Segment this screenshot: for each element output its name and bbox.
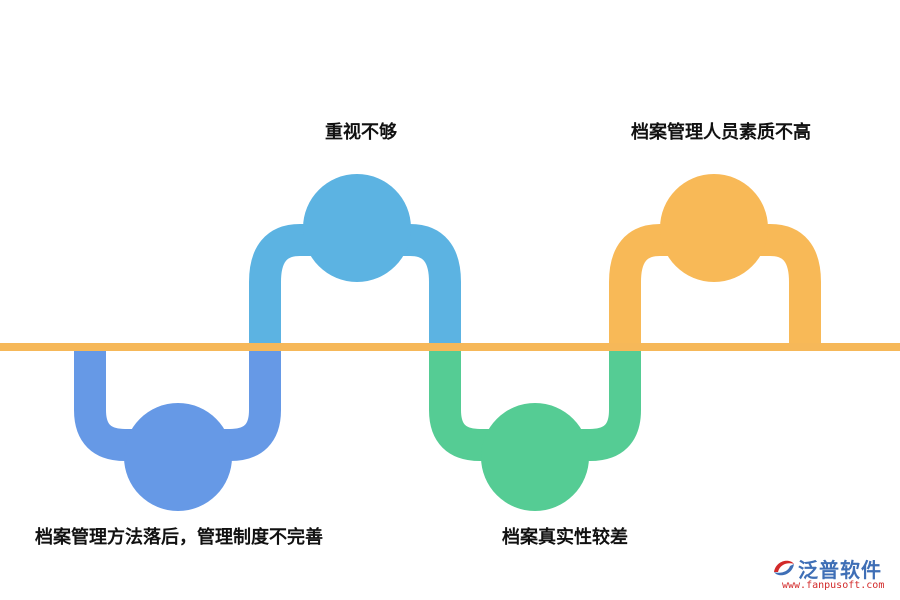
node-circle-2 [303, 174, 411, 282]
brand-name: 泛普软件 [798, 558, 882, 582]
node-label-2: 重视不够 [325, 122, 397, 143]
node-circle-4 [660, 174, 768, 282]
node-label-3: 档案真实性较差 [502, 527, 628, 548]
brand-watermark: 泛普软件 www.fanpusoft.com [770, 552, 895, 596]
brand-url: www.fanpusoft.com [782, 580, 885, 591]
node-circle-3 [481, 403, 589, 511]
node-label-1: 档案管理方法落后，管理制度不完善 [35, 527, 323, 548]
node-label-4: 档案管理人员素质不高 [631, 122, 811, 143]
node-circle-1 [124, 403, 232, 511]
swirl-logo-icon [774, 560, 794, 576]
